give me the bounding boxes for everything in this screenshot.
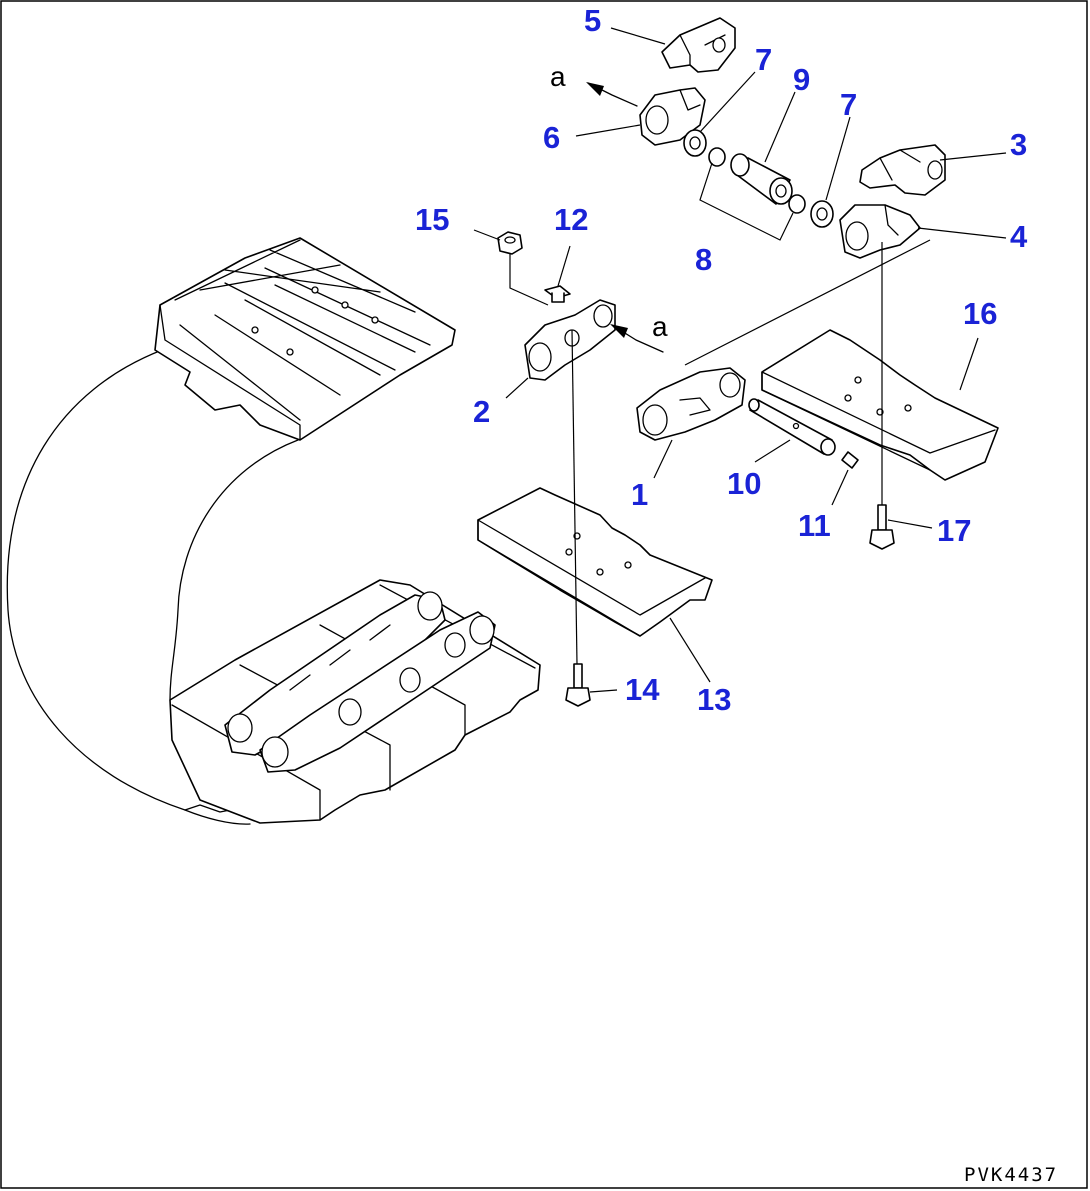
part-16-track-shoe: [761, 329, 999, 481]
drawing-code: PVK4437: [964, 1164, 1058, 1186]
part-11-lock-pin: [841, 451, 859, 469]
detail-letter-a-top: a: [550, 61, 566, 92]
callout-17: 17: [937, 513, 971, 548]
callout-7-left: 7: [755, 42, 772, 77]
callout-14: 14: [625, 672, 660, 707]
callout-15: 15: [415, 202, 449, 237]
callout-16: 16: [963, 296, 997, 331]
part-5-link-half: [661, 17, 736, 73]
detail-arrows: [586, 82, 664, 353]
upper-track-shoes: [154, 237, 456, 441]
callout-labels: 5 6 7 9 7 3 4 8 15 12 16 2 1 10 11 17 14…: [415, 3, 1028, 717]
callout-12: 12: [554, 202, 588, 237]
callout-13: 13: [697, 682, 731, 717]
detail-letter-a-middle: a: [652, 311, 668, 342]
part-6-link-half: [639, 87, 706, 146]
callout-7-right: 7: [840, 87, 857, 122]
part-12-bolt: [544, 285, 571, 303]
assembly-lines: [509, 239, 931, 665]
callout-6: 6: [543, 120, 560, 155]
part-14-shoe-bolt: [565, 663, 591, 707]
part-4-link-half: [839, 204, 921, 259]
callout-5: 5: [584, 3, 601, 38]
part-13-track-shoe: [477, 487, 713, 637]
callout-9: 9: [793, 62, 810, 97]
callout-11: 11: [798, 508, 831, 543]
part-10-pin: [748, 398, 836, 456]
part-3-link-half: [859, 144, 946, 196]
part-1-track-link: [636, 367, 746, 441]
callout-leaders: [473, 27, 1007, 693]
callout-4: 4: [1010, 219, 1028, 254]
callout-3: 3: [1010, 127, 1027, 162]
part-7-seal-right: [810, 200, 834, 228]
callout-2: 2: [473, 394, 490, 429]
callout-10: 10: [727, 466, 761, 501]
part-9-bushing: [730, 153, 793, 205]
track-assembly: [6, 237, 541, 825]
arrow-head-icon: [586, 82, 604, 96]
part-17-shoe-bolt: [869, 504, 895, 550]
part-15-nut: [497, 231, 523, 255]
callout-1: 1: [631, 477, 648, 512]
part-2-master-link: [524, 299, 616, 381]
part-7-seal-left: [683, 129, 707, 157]
part-8-spacers: [708, 147, 806, 214]
callout-8: 8: [695, 242, 712, 277]
arrow-head-icon: [610, 324, 628, 338]
lower-track-links: [224, 591, 496, 773]
